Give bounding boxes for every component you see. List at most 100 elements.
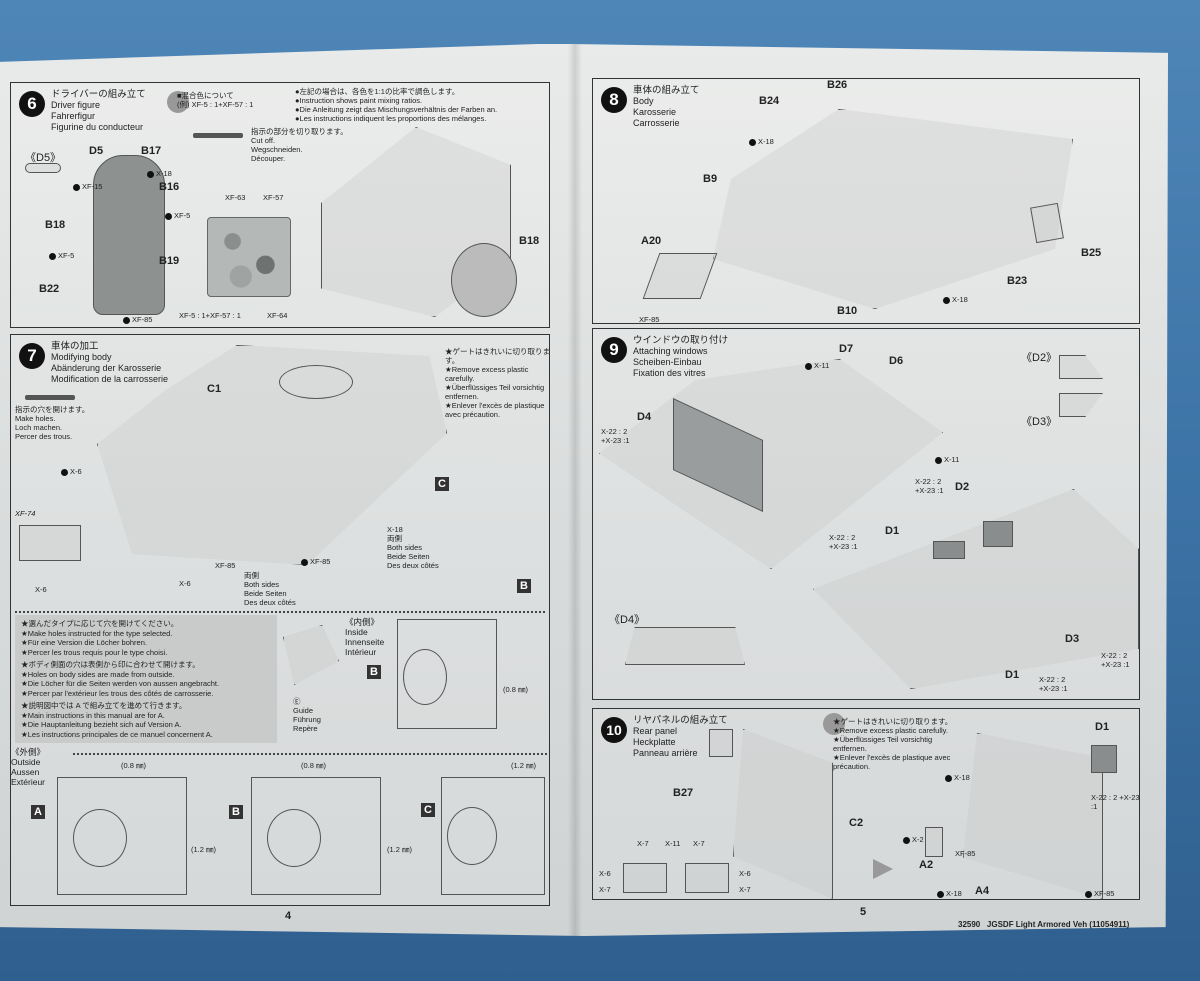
mix-note: ■混合色について(例) XF-5 : 1+XF-57 : 1 xyxy=(177,91,253,109)
step-7-panel: 7 車体の加工 Modifying body Abänderung der Ka… xyxy=(10,334,550,906)
paint-label: X-18 xyxy=(749,137,774,146)
note: Cut off. xyxy=(251,136,276,145)
paint-label: XF-85 xyxy=(215,561,236,570)
paint-label: X-11 xyxy=(935,455,959,464)
step-10-panel: 10 リヤパネルの組み立て Rear panel Heckplatte Pann… xyxy=(592,708,1140,900)
part-label: D3 xyxy=(1065,633,1080,645)
paint-label: X-7 xyxy=(599,885,611,894)
note: ★Percer par l'extérieur les trous des cô… xyxy=(21,688,214,698)
paint-label: X-18 xyxy=(943,295,968,304)
note: Both sides xyxy=(387,543,423,552)
variant-b-label: B xyxy=(367,665,381,679)
note: Make holes. xyxy=(15,414,56,423)
divider xyxy=(15,611,545,613)
paint-label: X-11 xyxy=(665,839,681,848)
paint-label: X-6 xyxy=(739,869,751,878)
title-jp: リヤパネルの組み立て xyxy=(633,715,728,726)
note: Extérieur xyxy=(11,777,46,787)
page-fold xyxy=(568,44,582,936)
drill-size: (0.8 ㎜) xyxy=(301,761,327,770)
note: 《外側》 xyxy=(11,747,46,757)
paint-label: XF-5 : 1+XF-57 : 1 xyxy=(179,311,241,320)
hole-notes: 指示の穴を開けます。 Make holes. Loch machen. Perc… xyxy=(15,405,89,441)
part-label: B16 xyxy=(159,181,180,193)
paint-label: X-18 xyxy=(147,169,172,178)
title-jp: ドライバーの組み立て xyxy=(51,89,146,100)
note: Innenseite xyxy=(345,637,385,647)
part-label: D4 xyxy=(637,411,652,423)
step-title: ウインドウの取り付け Attaching windows Scheiben-Ei… xyxy=(633,335,728,379)
note: ★Überflüssiges Teil vorsichtig entfernen… xyxy=(833,735,933,753)
inside-label: 《内側》 Inside Innenseite Intérieur xyxy=(345,617,384,657)
part-b27 xyxy=(709,729,733,757)
paint-mix-label: X-22 : 2 +X-23 :1 xyxy=(1039,675,1068,693)
window-d4-detail xyxy=(625,627,745,665)
step-number: 6 xyxy=(19,91,45,117)
paint-label: XF-5 xyxy=(165,211,190,220)
title-fr: Carrosserie xyxy=(633,118,680,128)
instruction-notes: ★選んだタイプに応じて穴を開けてください。 ★Make holes instru… xyxy=(15,615,277,743)
paint-label: XF-15 xyxy=(73,182,102,191)
guide-label: Ⓔ Guide Führung Repère xyxy=(293,697,321,733)
lower-body-drawing xyxy=(813,489,1139,689)
paint-label: XF-64 xyxy=(267,311,288,320)
step-number: 9 xyxy=(601,337,627,363)
paint-label: XF-57 xyxy=(263,193,284,202)
note: Des deux côtés xyxy=(387,561,439,570)
cut-notes: 指示の部分を切り取ります。 Cut off. Wegschneiden. Déc… xyxy=(251,127,348,163)
note: ★説明図中では A で組み立てを進めて行きます。 xyxy=(21,701,187,710)
paint-label: X-7 xyxy=(693,839,705,848)
product-footer: 32590 JGSDF Light Armored Veh (11054911) xyxy=(958,920,1130,929)
note: Both sides xyxy=(244,580,280,589)
paint-label: X-18 xyxy=(937,889,962,898)
note: Wegschneiden. xyxy=(251,145,303,154)
title-jp: 車体の組み立て xyxy=(633,85,700,96)
note: ★Die Löcher für die Seiten werden von au… xyxy=(21,679,220,688)
note: Guide xyxy=(293,706,314,715)
part-d1 xyxy=(1091,745,1117,773)
note: Führung xyxy=(293,715,321,724)
note: Inside xyxy=(345,627,368,637)
note: ★Die Hauptanleitung bezieht sich auf Ver… xyxy=(21,720,182,729)
step-title: ドライバーの組み立て Driver figure Fahrerfigur Fig… xyxy=(51,89,146,133)
note: Des deux côtés xyxy=(244,598,296,607)
title-de: Fahrerfigur xyxy=(51,111,96,121)
paint-mix-label: X-22 : 2 +X-23 :1 xyxy=(1101,651,1130,669)
title-en: Attaching windows xyxy=(633,346,708,356)
note: 指示の穴を開けます。 xyxy=(15,405,90,414)
note: 両側 xyxy=(244,571,259,580)
part-label: 《D3》 xyxy=(1021,416,1058,428)
part-label: B17 xyxy=(141,145,162,157)
paint-label: X-7 xyxy=(637,839,649,848)
part-label: B18 xyxy=(519,235,540,247)
part-label: A2 xyxy=(919,859,934,871)
paint-mix-label: X-22 : 2 +X-23 :1 xyxy=(829,533,858,551)
title-de: Heckplatte xyxy=(633,737,676,747)
note: 両側 xyxy=(387,534,402,543)
camouflage-swatch xyxy=(207,217,291,297)
hatch-outline xyxy=(267,809,321,867)
note: ★ゲートはきれいに切り取ります。 xyxy=(833,717,953,726)
mix-notes: ●左記の場合は、各色を1:1の比率で調色します。 ●Instruction sh… xyxy=(295,87,497,123)
note: ★Les instructions principales de ce manu… xyxy=(21,729,213,739)
hatch-outline xyxy=(403,649,447,705)
paint-mix-label: X-22 : 2 +X-23 :1 xyxy=(915,477,944,495)
outside-panel-c xyxy=(441,777,545,895)
paint-label: XF-5 xyxy=(49,251,74,260)
variant-a-label: A xyxy=(31,805,45,819)
paint-label: XF-74 xyxy=(15,509,36,518)
title-fr: Figurine du conducteur xyxy=(51,122,144,132)
variant-c-label: C xyxy=(435,477,449,491)
note: ★Main instructions in this manual are fo… xyxy=(21,710,165,720)
paint-label: XF-85 xyxy=(301,557,330,566)
paint-label: X-18 xyxy=(387,525,403,534)
note: Loch machen. xyxy=(15,423,63,432)
part-a2 xyxy=(925,827,943,857)
step-part-a20 xyxy=(642,253,718,299)
both-sides-2: 両側 Both sides Beide Seiten Des deux côté… xyxy=(387,534,439,570)
paint-mix-label: X-22 : 2 +X-23 :1 xyxy=(1091,793,1140,811)
part-label: B18 xyxy=(45,219,66,231)
paint-label: X-2 xyxy=(903,835,924,844)
variant-c-label: C xyxy=(421,803,435,817)
page-number: 5 xyxy=(860,906,867,918)
